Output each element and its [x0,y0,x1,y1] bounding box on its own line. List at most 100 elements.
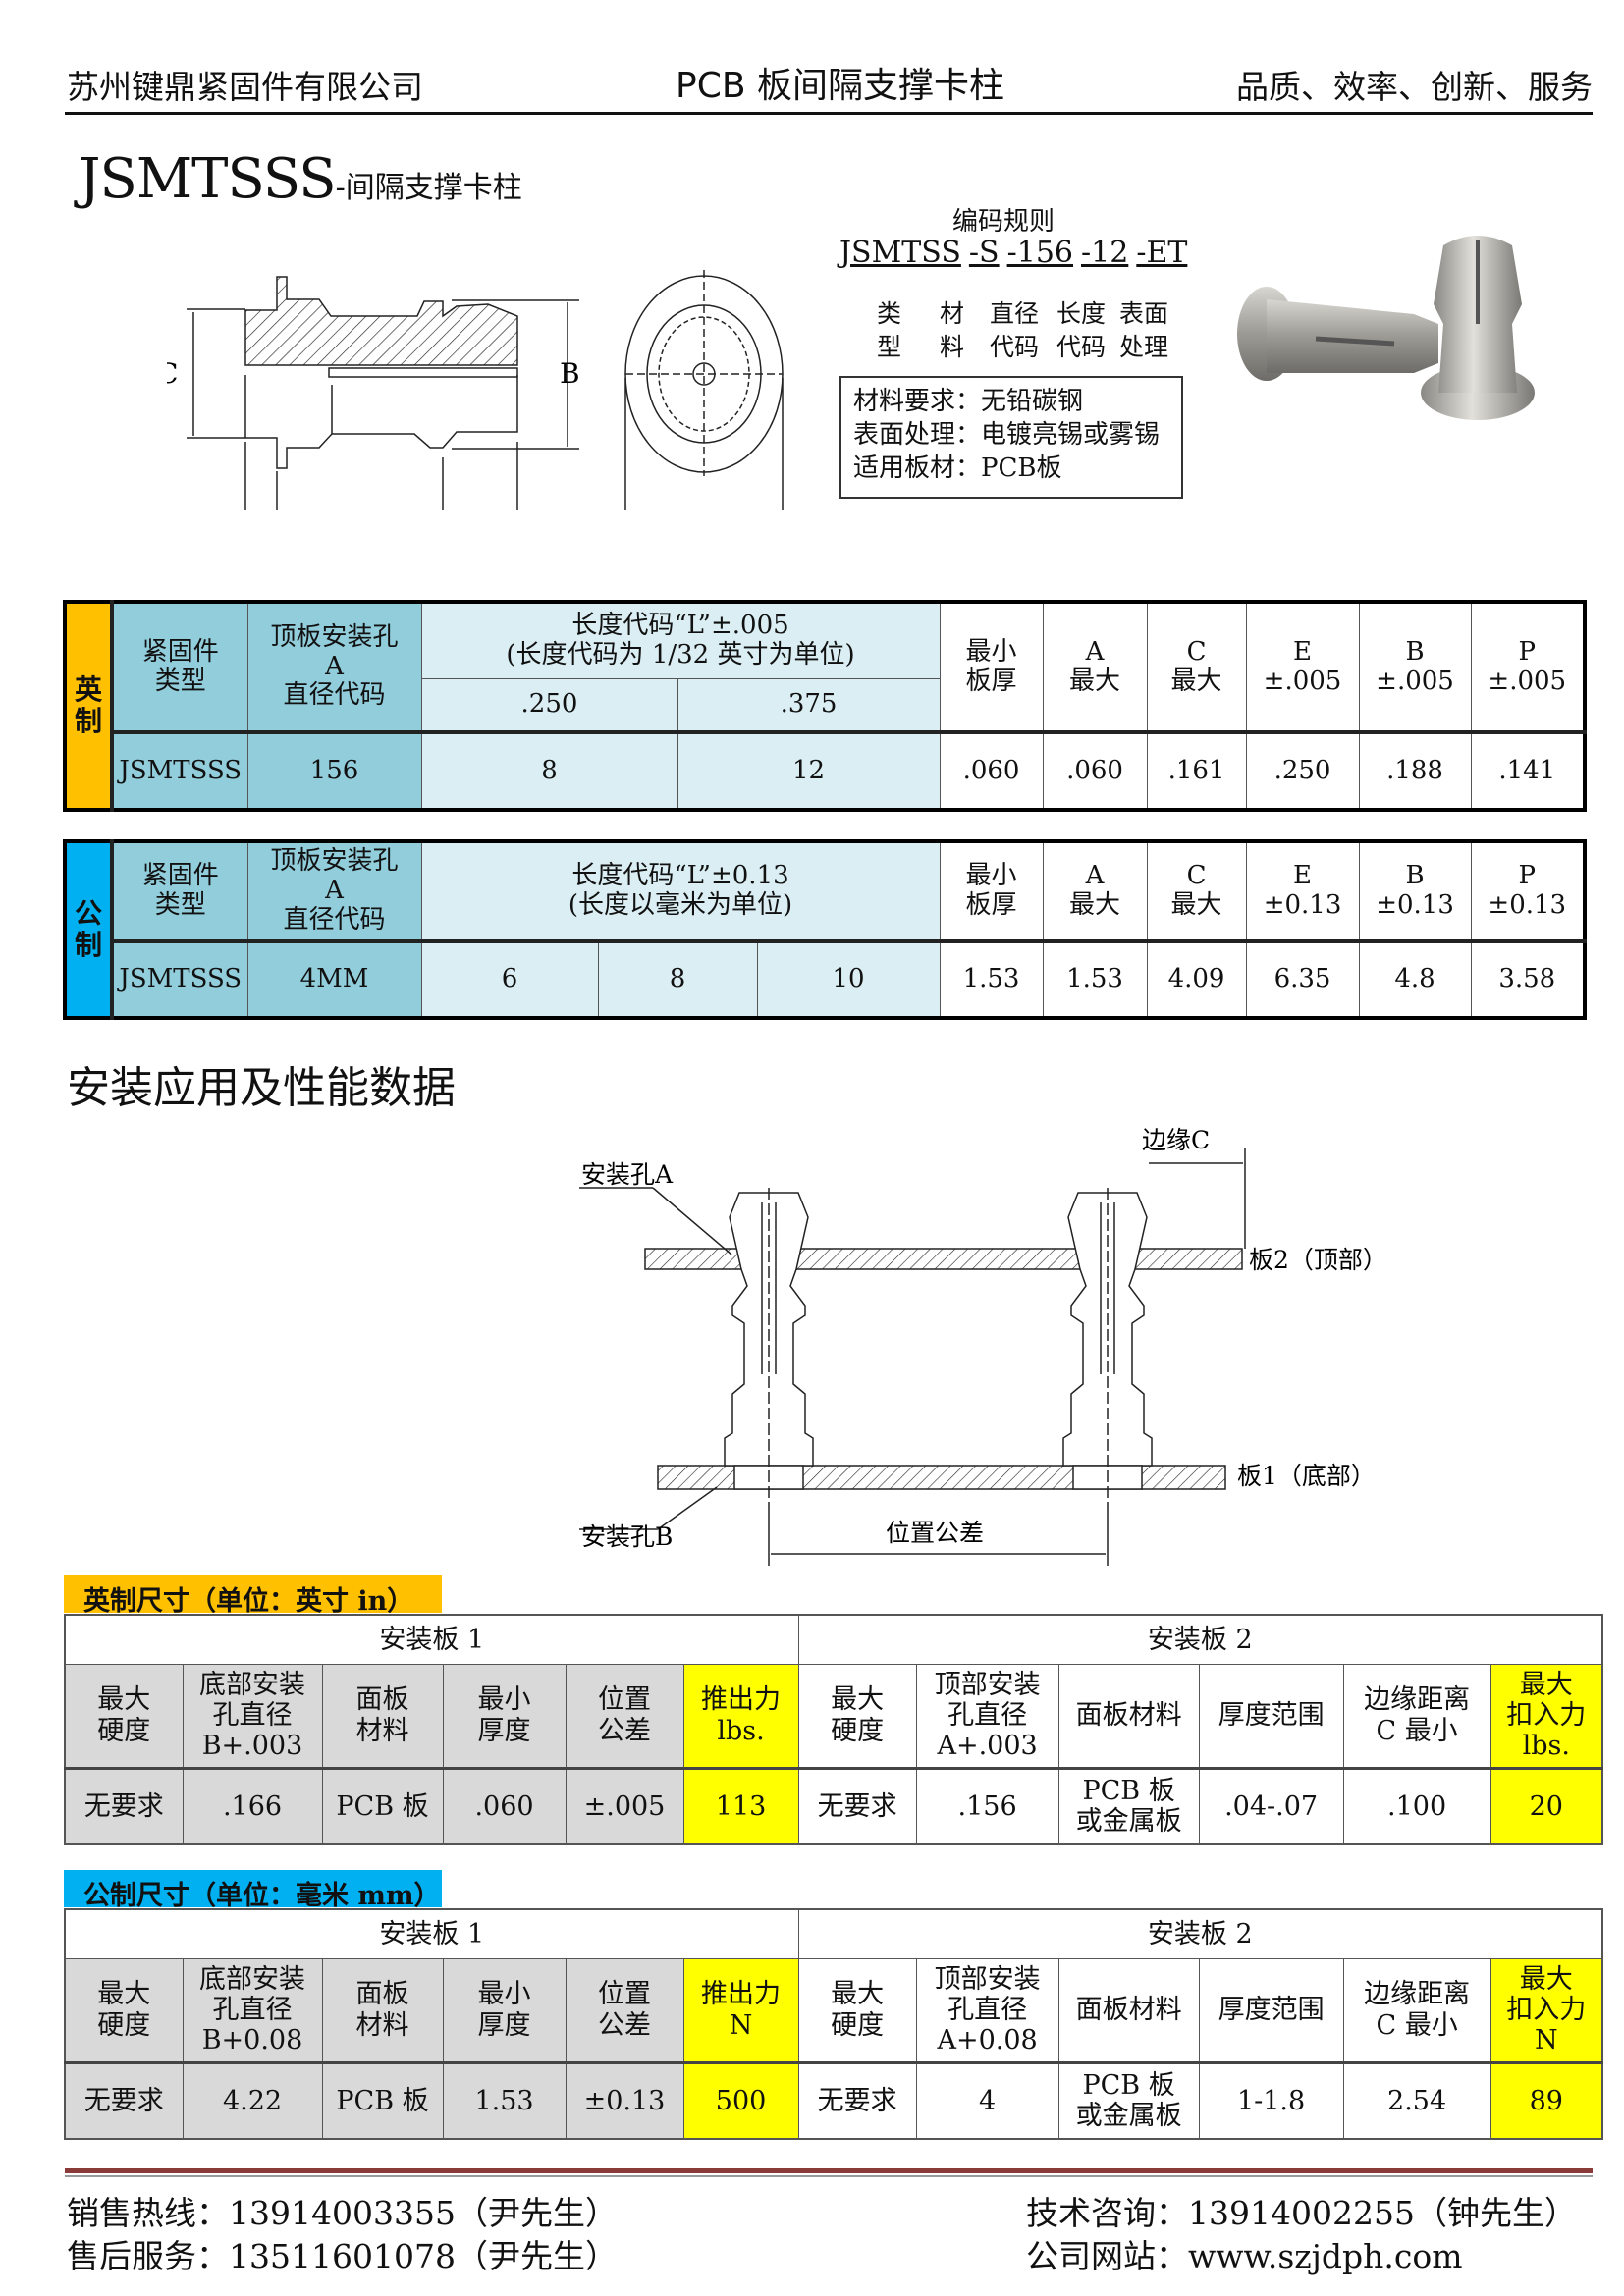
header-min-thickness: 最小 板厚 [939,601,1044,733]
board2-header: 安装板 2 [797,1908,1603,1959]
model-subtitle: -间隔支撑卡柱 [335,171,522,205]
product-photo [1237,236,1535,420]
col-header: 最大 硬度 [64,1663,184,1769]
code-type: JSMTSS [839,236,961,270]
col-header: 位置 公差 [565,1957,684,2063]
cell: 1-1.8 [1198,2061,1344,2140]
footer-rule-thin [65,2175,1593,2177]
length-code-375: .375 [677,677,941,733]
dim-label-c: C [167,357,178,390]
col-header: 位置 公差 [565,1663,684,1769]
cell-length-375: 12 [677,730,941,811]
cell: ±.005 [565,1767,684,1845]
table-row: JSMTSSS 4MM 6 8 10 1.53 1.53 4.09 6.35 4… [65,939,1586,1019]
installation-diagram: 安装孔A 边缘C 板2（顶部） 板1（底部） 安装孔B 位置公差 [579,1126,1387,1566]
cell-type: JSMTSSS [111,939,248,1019]
cell-p: .141 [1470,730,1586,811]
header-length-code: 长度代码“L”±.005 (长度代码为 1/32 英寸为单位) [420,601,941,679]
cell: 113 [682,1767,799,1845]
cell-c: 4.09 [1146,939,1247,1019]
header-rule [65,112,1593,115]
company-name: 苏州键鼎紧固件有限公司 [67,68,423,106]
metric-spec-table: 公 制 紧固件 类型 顶板安装孔 A 直径代码 长度代码“L”±0.13 (长度… [63,839,1587,1020]
cell: 2.54 [1342,2061,1491,2140]
cell: 无要求 [797,1767,917,1845]
cell: .060 [442,1767,567,1845]
cell: PCB 板 或金属板 [1057,2061,1200,2140]
section-title: 安装应用及性能数据 [67,1063,456,1113]
cell-a: 1.53 [1042,939,1148,1019]
header-diameter-code: 顶板安装孔 A 直径代码 [246,601,422,733]
code-material: -S [968,236,1000,270]
cell-b: .188 [1358,730,1472,811]
tech-consult: 技术咨询：13914002255（钟先生） [1026,2194,1577,2232]
product-title: JSMTSSS-间隔支撑卡柱 [79,147,522,211]
col-header: 厚度范围 [1198,1663,1344,1769]
header-e: E ±0.13 [1245,840,1360,942]
header-c-max: C 最大 [1146,840,1247,942]
dim-label-b: B [560,357,580,390]
col-header: 边缘距离 C 最小 [1342,1957,1491,2063]
header-type: 紧固件 类型 [111,601,248,733]
metric-performance-table: 安装板 1 安装板 2 最大 硬度 底部安装 孔直径 B+0.08 面板 材料 … [64,1908,1603,2140]
cell: ±0.13 [565,2061,684,2140]
col-header: 推出力 lbs. [682,1663,799,1769]
imperial-spec-table: 英 制 紧固件 类型 顶板安装孔 A 直径代码 长度代码“L”±.005 (长度… [63,600,1587,812]
cell: .166 [182,1767,323,1845]
cell-c: .161 [1146,730,1247,811]
table-row: 无要求 4.22 PCB 板 1.53 ±0.13 500 无要求 4 PCB … [64,2061,1603,2140]
imperial-perf-label: 英制尺寸（单位：英寸 in） [64,1575,442,1617]
cell-e: 6.35 [1245,939,1360,1019]
cell: 500 [682,2061,799,2140]
sales-hotline: 销售热线：13914003355（尹先生） [67,2194,618,2232]
col-header: 顶部安装 孔直径 A+.003 [915,1663,1059,1769]
cell-diameter: 156 [246,730,422,811]
document-title: PCB 板间隔支撑卡柱 [676,66,1004,106]
header-length-code: 长度代码“L”±0.13 (长度以毫米为单位) [420,840,941,942]
model-name: JSMTSSS [79,147,337,211]
col-header: 面板 材料 [321,1663,444,1769]
part-number-code: JSMTSS -S -156 -12 -ET [839,236,1187,270]
meaning-length: 长度 代码 [1056,299,1107,361]
code-diameter: -156 [1006,236,1073,270]
board2-header: 安装板 2 [797,1614,1603,1665]
cell: .04-.07 [1198,1767,1344,1845]
col-header: 厚度范围 [1198,1957,1344,2063]
table-row: 无要求 .166 PCB 板 .060 ±.005 113 无要求 .156 P… [64,1767,1603,1845]
cell-min-thickness: 1.53 [939,939,1044,1019]
label-edge-c: 边缘C [1142,1126,1210,1154]
cell: PCB 板 [321,2061,444,2140]
label-board1: 板1（底部） [1237,1462,1376,1490]
cell: 4.22 [182,2061,323,2140]
label-position-tolerance: 位置公差 [886,1519,984,1547]
cell: PCB 板 或金属板 [1057,1767,1200,1845]
cell: .100 [1342,1767,1491,1845]
slogan: 品质、效率、创新、服务 [1236,68,1593,106]
header-diameter-code: 顶板安装孔 A 直径代码 [246,840,422,942]
col-header: 底部安装 孔直径 B+.003 [182,1663,323,1769]
label-board2: 板2（顶部） [1249,1246,1387,1274]
label-hole-a: 安装孔A [581,1160,674,1189]
imperial-performance-table: 安装板 1 安装板 2 最大 硬度 底部安装 孔直径 B+.003 面板 材料 … [64,1614,1603,1845]
footer-rule [65,2168,1593,2173]
cell-length-250: 8 [420,730,678,811]
meaning-diameter: 直径 代码 [990,299,1040,361]
website-link[interactable]: 公司网站：www.szjdph.com [1026,2237,1463,2275]
cell-a: .060 [1042,730,1148,811]
col-header: 面板 材料 [321,1957,444,2063]
meaning-type: 类 型 [877,299,902,361]
col-header: 最小 厚度 [442,1957,567,2063]
table-row: JSMTSSS 156 8 12 .060 .060 .161 .250 .18… [65,730,1586,811]
board1-header: 安装板 1 [64,1908,799,1959]
header-a-max: A 最大 [1042,601,1148,733]
col-header: 顶部安装 孔直径 A+0.08 [915,1957,1059,2063]
header-p: P ±0.13 [1470,840,1586,942]
cell: 20 [1489,1767,1603,1845]
code-length: -12 [1081,236,1129,270]
cell: PCB 板 [321,1767,444,1845]
header-min-thickness: 最小 板厚 [939,840,1044,942]
col-header: 最小 厚度 [442,1663,567,1769]
cell-length-8: 8 [597,939,758,1019]
material-notes: 材料要求：无铅碳钢 表面处理：电镀亮锡或雾锡 适用板材：PCB板 [839,376,1183,499]
coding-rule-title: 编码规则 [952,207,1056,237]
